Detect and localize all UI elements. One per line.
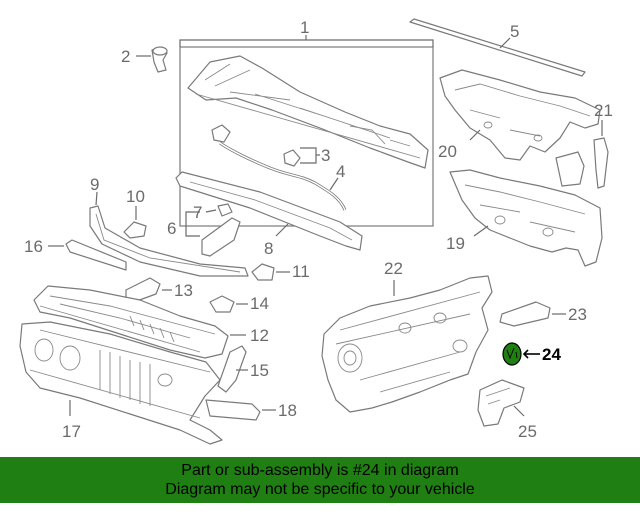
callout-15[interactable]: 15 [250, 361, 269, 380]
dash-panel-part-17[interactable] [19, 321, 223, 445]
callout-9[interactable]: 9 [90, 175, 99, 194]
callout-12[interactable]: 12 [250, 326, 269, 345]
parts-diagram: 1 2 3 4 5 20 21 [19, 18, 613, 445]
callout-4[interactable]: 4 [336, 162, 345, 181]
bracket-part-6[interactable] [201, 217, 241, 257]
callout-2[interactable]: 2 [121, 47, 130, 66]
callout-16[interactable]: 16 [24, 237, 43, 256]
callout-5[interactable]: 5 [510, 22, 519, 41]
strip-part-9[interactable] [89, 205, 249, 277]
plenum-part-12[interactable] [33, 285, 229, 359]
washer-nozzle-part-3[interactable] [211, 124, 301, 167]
dash-insulator-part-19[interactable] [449, 169, 603, 267]
callout-18[interactable]: 18 [278, 401, 297, 420]
dash-panel-part-22[interactable] [321, 275, 493, 413]
callout-8[interactable]: 8 [264, 239, 273, 258]
callout-23[interactable]: 23 [568, 305, 587, 324]
callout-14[interactable]: 14 [250, 294, 269, 313]
callout-3[interactable]: 3 [321, 146, 330, 165]
pad-part-23[interactable] [499, 301, 551, 327]
clip-part-7[interactable] [217, 203, 233, 217]
callout-22[interactable]: 22 [384, 259, 403, 278]
callout-10[interactable]: 10 [126, 187, 145, 206]
banner-line-1: Part or sub-assembly is #24 in diagram [181, 462, 459, 479]
brace-part-15[interactable] [217, 345, 247, 393]
clip-part-10[interactable] [123, 221, 147, 239]
strip-part-16[interactable] [65, 239, 127, 271]
callout-11[interactable]: 11 [292, 262, 310, 281]
seal-strip-part-5[interactable] [409, 18, 586, 77]
grommet-part-24[interactable] [502, 342, 522, 366]
callout-19[interactable]: 19 [446, 234, 465, 253]
info-banner: Part or sub-assembly is #24 in diagram D… [0, 457, 640, 503]
cross-bar-part-8[interactable] [175, 171, 363, 251]
cowl-vent-panel-part[interactable] [187, 55, 429, 169]
callout-17[interactable]: 17 [62, 422, 81, 441]
callout-24[interactable]: 24 [542, 345, 561, 364]
callout-20[interactable]: 20 [438, 142, 457, 161]
callout-1[interactable]: 1 [300, 18, 309, 37]
callout-13[interactable]: 13 [174, 281, 193, 300]
clip-part-11[interactable] [251, 263, 275, 281]
dash-panel-part-20[interactable] [439, 69, 601, 161]
banner-line-2: Diagram may not be specific to your vehi… [165, 481, 475, 498]
bracket-part-25[interactable] [477, 379, 525, 427]
bracket-part-21[interactable] [555, 137, 609, 189]
group-1-bracket [179, 39, 434, 47]
bracket-part-18[interactable] [205, 399, 261, 421]
callout-21[interactable]: 21 [594, 101, 613, 120]
callout-25[interactable]: 25 [518, 422, 537, 441]
bracket-part-14[interactable] [209, 295, 235, 313]
clip-part-2[interactable] [151, 46, 168, 73]
callout-6[interactable]: 6 [167, 219, 176, 238]
callout-7[interactable]: 7 [193, 203, 202, 222]
